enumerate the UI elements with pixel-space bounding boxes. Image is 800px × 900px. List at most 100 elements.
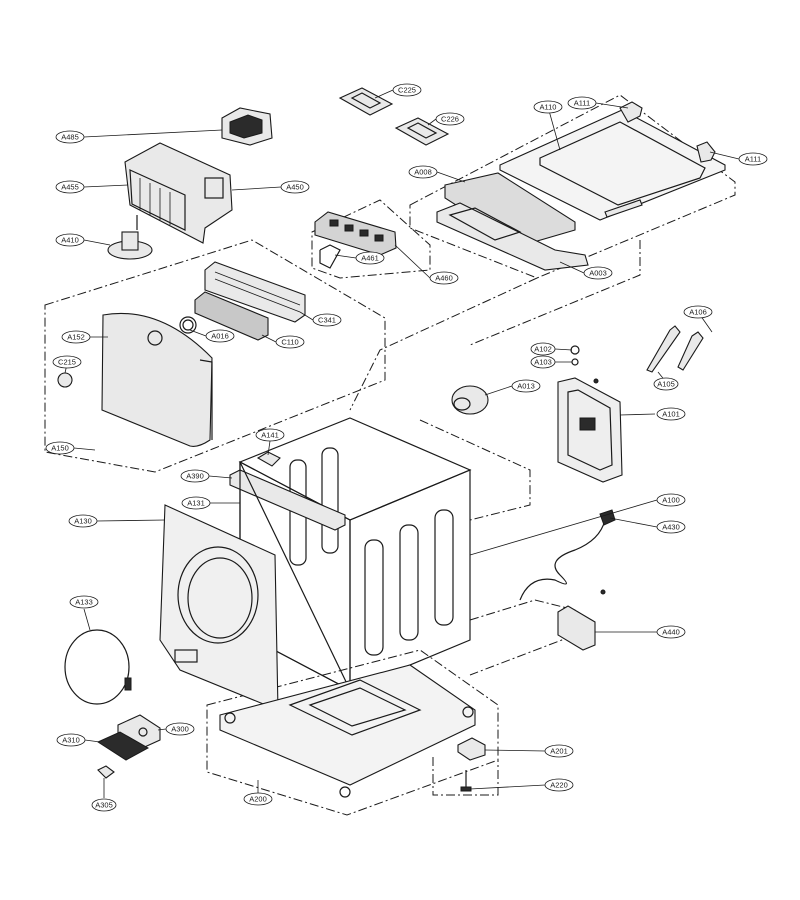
callout-a305: A305 <box>91 798 117 812</box>
lead-a111b <box>709 151 740 160</box>
callout-a106: A106 <box>683 305 713 319</box>
svg-text:A105: A105 <box>657 380 675 389</box>
lead-a110 <box>547 106 561 151</box>
svg-text:A103: A103 <box>534 358 552 367</box>
callout-a300: A300 <box>165 722 195 736</box>
svg-text:A133: A133 <box>75 598 93 607</box>
callout-a131: A131 <box>181 496 211 510</box>
filter-screw <box>600 589 606 595</box>
svg-text:C225: C225 <box>398 86 416 95</box>
panel-btn-4 <box>374 234 384 242</box>
svg-text:A111: A111 <box>574 99 590 108</box>
panel-guide <box>419 419 531 521</box>
shock-absorber-1 <box>646 325 681 373</box>
svg-text:A455: A455 <box>61 183 79 192</box>
callout-a310: A310 <box>56 733 86 747</box>
svg-text:A130: A130 <box>74 517 92 526</box>
lead-a201 <box>484 749 546 752</box>
cap-c226 <box>394 117 450 146</box>
callout-a410: A410 <box>55 233 85 247</box>
assembly-outlines <box>44 94 736 816</box>
cover-badge <box>147 330 163 346</box>
cabinet-rib-3 <box>434 509 454 626</box>
svg-text:A101: A101 <box>662 410 680 419</box>
svg-text:C215: C215 <box>58 358 76 367</box>
callout-a133: A133 <box>69 595 99 609</box>
grille-line-2 <box>214 278 301 313</box>
lead-a102 <box>554 348 573 351</box>
grille-line-1 <box>214 271 301 306</box>
cabinet-bracket-a141 <box>256 451 281 467</box>
svg-text:A310: A310 <box>62 736 80 745</box>
callout-a150: A150 <box>45 441 75 455</box>
base-screw-outline <box>432 757 499 796</box>
main-pcb-box <box>124 142 233 244</box>
callout-a111-top: A111 <box>567 96 597 110</box>
panel-tag <box>319 244 341 269</box>
ring-clamp <box>124 677 132 691</box>
panel-btn-3 <box>359 229 369 237</box>
shock-absorber-2 <box>677 331 704 371</box>
service-plate-a310 <box>96 731 150 761</box>
callout-a201: A201 <box>544 744 574 758</box>
lead-a430 <box>609 517 658 528</box>
svg-text:A305: A305 <box>95 801 113 810</box>
svg-text:A131: A131 <box>187 499 205 508</box>
svg-text:A141: A141 <box>261 431 279 440</box>
cabinet-right-side <box>349 469 471 691</box>
front-cover-a152 <box>101 312 213 447</box>
callout-a460: A460 <box>429 271 459 285</box>
svg-text:A102: A102 <box>534 345 552 354</box>
base-assembly <box>219 664 486 798</box>
rear-panel-slot <box>579 417 596 431</box>
lead-c341 <box>299 311 314 321</box>
lead-a455 <box>83 184 129 188</box>
top-plate-window <box>539 121 706 206</box>
front-cover-edge <box>199 359 213 440</box>
lead-a130 <box>96 519 166 522</box>
display-window <box>229 114 263 139</box>
svg-text:C110: C110 <box>281 338 298 347</box>
cap-c225 <box>338 87 394 116</box>
selector-c110 <box>194 291 269 341</box>
callout-a003: A003 <box>583 266 613 280</box>
callout-a455: A455 <box>55 180 85 194</box>
svg-text:A200: A200 <box>249 795 267 804</box>
front-frame-body <box>159 504 279 711</box>
ring-a133 <box>64 629 130 705</box>
lead-a450 <box>231 186 282 191</box>
knob-c215 <box>57 372 73 388</box>
pcb-connector <box>204 177 224 199</box>
lead-a390 <box>208 475 233 479</box>
top-assembly-outline <box>409 94 736 279</box>
svg-text:A201: A201 <box>550 747 568 756</box>
callout-a016: A016 <box>205 329 235 343</box>
service-clip-a305 <box>97 765 115 779</box>
power-plug <box>599 509 616 526</box>
lead-a101 <box>619 413 656 416</box>
svg-text:A220: A220 <box>550 781 568 790</box>
svg-text:C341: C341 <box>318 316 336 325</box>
callout-a105: A105 <box>653 377 679 391</box>
callout-a485: A485 <box>55 130 85 144</box>
selector-knob-a016 <box>179 316 197 334</box>
top-plate <box>499 101 726 221</box>
callout-c110: C110 <box>275 335 305 349</box>
front-panel-parts <box>57 261 306 447</box>
lead-c226 <box>427 118 437 126</box>
svg-text:C226: C226 <box>441 115 459 124</box>
callout-a440: A440 <box>656 625 686 639</box>
main-pcb-panel <box>129 169 186 231</box>
door-opening <box>177 546 259 644</box>
callout-a461: A461 <box>355 251 385 265</box>
cabinet-rib-back-2 <box>321 447 339 554</box>
drawer-compartment <box>448 207 522 241</box>
callout-c341: C341 <box>312 313 342 327</box>
callout-a013: A013 <box>511 379 541 393</box>
svg-text:A013: A013 <box>517 382 535 391</box>
base-opening-inner <box>308 687 407 727</box>
svg-text:A430: A430 <box>662 523 680 532</box>
svg-text:A410: A410 <box>61 236 79 245</box>
callout-a390: A390 <box>180 469 210 483</box>
